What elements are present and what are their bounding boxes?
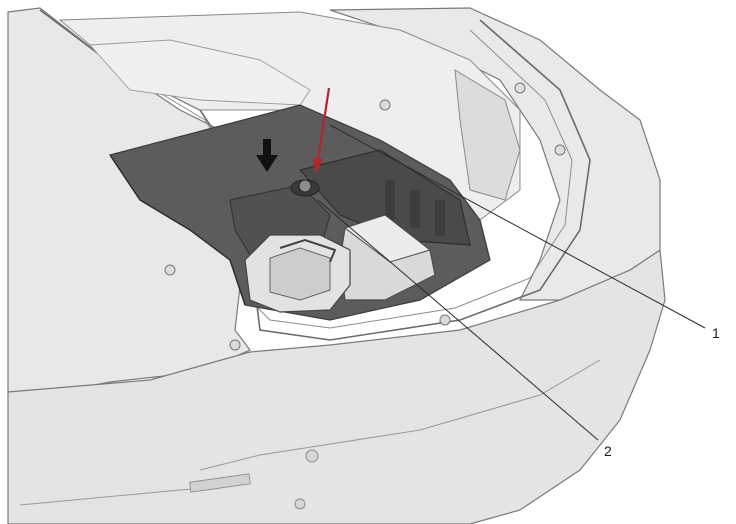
callout-2-label: 2 <box>604 443 612 459</box>
body-fastener <box>379 99 391 111</box>
body-fastener <box>164 264 176 276</box>
bumper-lower-crease <box>199 359 601 471</box>
rear-seat-back-contour <box>89 39 311 106</box>
body-fastener <box>229 339 241 351</box>
body-fastener <box>439 314 451 326</box>
bumper-sensor <box>294 498 306 510</box>
bumper-slot <box>189 473 251 493</box>
callout-1-label: 1 <box>712 325 720 341</box>
tray-rib <box>410 190 420 228</box>
bracket-inner <box>269 247 331 301</box>
black-arrow-down-icon <box>256 139 278 172</box>
floor-front-edge <box>109 154 246 306</box>
bracket-handle <box>279 238 337 263</box>
trunk-side-trim <box>454 69 521 201</box>
body-fastener <box>514 82 526 94</box>
rear-bumper <box>7 248 666 524</box>
callout-2-leader-line <box>317 199 599 441</box>
red-arrow-down-icon <box>313 87 331 174</box>
component-housing-top <box>343 214 432 263</box>
floor-fastener <box>298 179 312 193</box>
tray-rib <box>385 180 395 220</box>
tray-rib <box>435 200 445 236</box>
trunk-opening-inner-rim <box>59 19 573 329</box>
callout-1-leader-line <box>329 124 706 329</box>
body-fastener <box>554 144 566 156</box>
bumper-sensor <box>305 449 319 463</box>
